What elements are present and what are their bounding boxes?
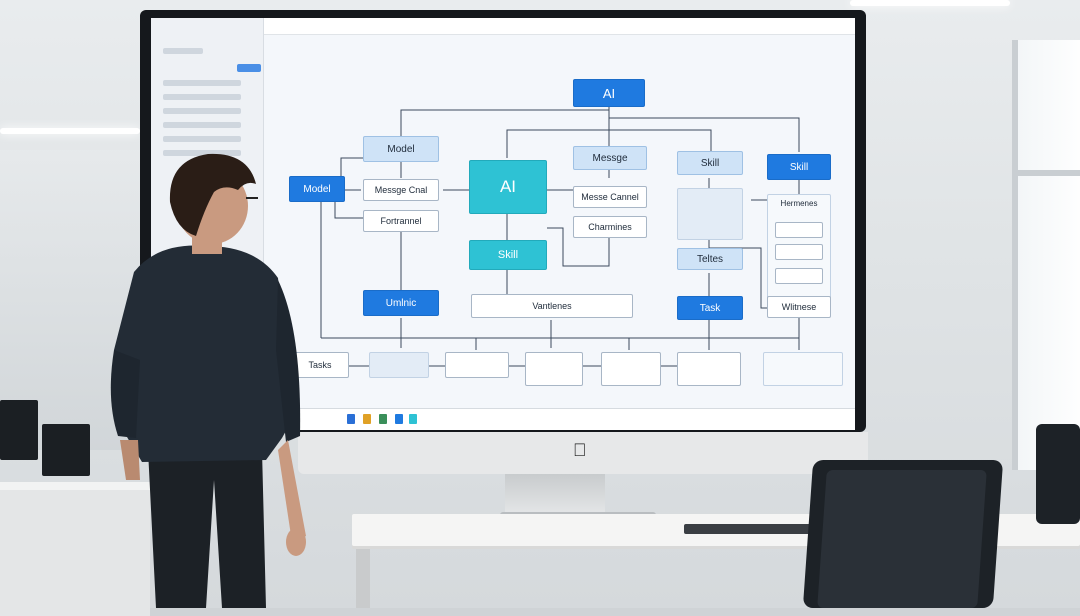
- office-window: [1012, 40, 1080, 470]
- app-topbar: [263, 18, 855, 35]
- node-legend-panel: [763, 352, 843, 386]
- node-tasks-bottom[interactable]: Tasks: [291, 352, 349, 378]
- sidebar-action-button[interactable]: [237, 64, 261, 72]
- node-pale-card[interactable]: [677, 188, 743, 240]
- app-icon[interactable]: [409, 414, 417, 424]
- node-bottom-step[interactable]: [525, 352, 583, 386]
- background-monitor: [0, 400, 38, 460]
- windows-start-icon[interactable]: [347, 414, 355, 424]
- node-bottom-step[interactable]: [677, 352, 741, 386]
- node-fortchannel[interactable]: Fortrannel: [363, 210, 439, 232]
- browser-icon[interactable]: [395, 414, 403, 424]
- sidebar-item[interactable]: [163, 122, 241, 128]
- node-task-right[interactable]: Task: [677, 296, 743, 320]
- ceiling-light: [850, 0, 1010, 6]
- apple-logo-icon: : [573, 440, 587, 461]
- node-charmines[interactable]: Charmines: [573, 216, 647, 238]
- window-mullion: [1016, 170, 1080, 176]
- node-bottom-step[interactable]: [601, 352, 661, 386]
- panel-row[interactable]: [775, 268, 823, 284]
- node-skill-right[interactable]: Skill: [767, 154, 831, 180]
- node-ai-center[interactable]: AI: [469, 160, 547, 214]
- node-hermenes-label: Hermenes: [780, 199, 818, 208]
- panel-row[interactable]: [775, 222, 823, 238]
- background-monitor: [42, 424, 90, 476]
- node-model-top[interactable]: Model: [363, 136, 439, 162]
- app-icon[interactable]: [379, 414, 387, 424]
- panel-row[interactable]: [775, 244, 823, 260]
- node-teltes[interactable]: Teltes: [677, 248, 743, 270]
- node-message-top[interactable]: Messge: [573, 146, 647, 170]
- node-message-channel-right[interactable]: Messe Cannel: [573, 186, 647, 208]
- node-bottom-step[interactable]: [369, 352, 429, 378]
- node-vantlenes[interactable]: Vantlenes: [471, 294, 633, 318]
- node-umlnic[interactable]: Umlnic: [363, 290, 439, 316]
- node-model-left[interactable]: Model: [289, 176, 345, 202]
- node-wlitnese[interactable]: Wlitnese: [767, 296, 831, 318]
- sidebar-item[interactable]: [163, 136, 241, 142]
- sidebar-item[interactable]: [163, 80, 241, 86]
- keyboard: [684, 524, 816, 534]
- node-skill-mid[interactable]: Skill: [677, 151, 743, 175]
- office-chair-mesh: [817, 470, 987, 608]
- desk-leg: [356, 546, 370, 608]
- sidebar-item[interactable]: [163, 94, 241, 100]
- taskbar: [151, 408, 855, 430]
- ceiling-light: [0, 128, 140, 134]
- person-silhouette: [110, 153, 306, 608]
- background-desk: [0, 482, 150, 616]
- node-skill-lower[interactable]: Skill: [469, 240, 547, 270]
- office-chair-background: [1036, 424, 1080, 524]
- node-message-canal[interactable]: Messge Cnal: [363, 179, 439, 201]
- sidebar-item[interactable]: [163, 108, 241, 114]
- display-chin: [298, 432, 868, 474]
- sidebar-header: [163, 48, 203, 54]
- node-ai-top[interactable]: AI: [573, 79, 645, 107]
- folder-icon[interactable]: [363, 414, 371, 424]
- sidebar-item[interactable]: [163, 150, 241, 156]
- node-bottom-step[interactable]: [445, 352, 509, 378]
